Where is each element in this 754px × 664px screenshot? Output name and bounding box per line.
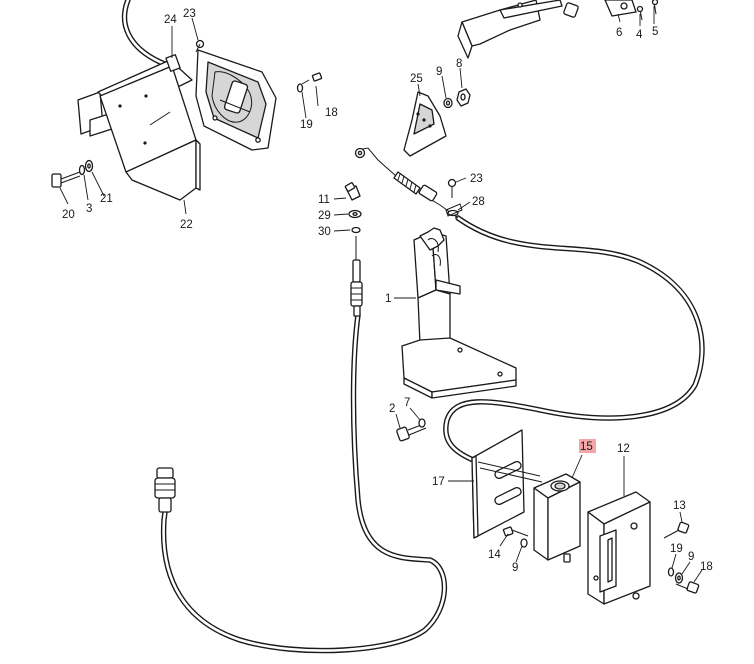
callout-20: 20	[62, 209, 75, 221]
callout-29: 29	[318, 210, 331, 222]
nut-washer-9-8	[443, 88, 471, 109]
leader-lines	[59, 6, 703, 583]
callout-28: 28	[472, 196, 485, 208]
cam-plate-25	[403, 91, 447, 157]
callout-15: 15	[580, 441, 593, 453]
callout-1: 1	[385, 293, 391, 305]
callout-18-b: 18	[700, 561, 713, 573]
cable-end-fitting	[350, 236, 363, 317]
hardware-14-9	[502, 526, 529, 548]
fitting-11-29-30	[344, 182, 362, 234]
cable-bottom-end	[154, 467, 176, 513]
screw-23-28	[445, 178, 463, 217]
bracket-22	[77, 59, 201, 201]
callout-6: 6	[616, 27, 622, 39]
callout-3: 3	[86, 203, 92, 215]
cable-bottom-loop	[160, 312, 448, 654]
hardware-13-19-9-18	[663, 521, 700, 594]
callout-2: 2	[389, 403, 395, 415]
pedal-bracket-top	[457, 0, 563, 59]
callout-4: 4	[636, 29, 643, 41]
callout-9-c: 9	[688, 551, 694, 563]
callout-22: 22	[180, 219, 193, 231]
top-left-hardware	[51, 39, 323, 188]
callout-14: 14	[488, 549, 501, 561]
cable-top-left	[121, 0, 178, 71]
callout-23-b: 23	[470, 173, 483, 185]
callout-23: 23	[183, 8, 196, 20]
callout-21: 21	[100, 193, 113, 205]
callout-9: 9	[436, 66, 442, 78]
callout-25: 25	[410, 73, 423, 85]
callout-18: 18	[325, 107, 338, 119]
callout-11: 11	[318, 194, 330, 206]
callout-9-b: 9	[512, 562, 518, 574]
callout-17: 17	[432, 476, 445, 488]
callout-24: 24	[164, 14, 177, 26]
box-12	[587, 491, 651, 605]
top-right-hardware	[563, 0, 659, 21]
switch-cover-plate	[195, 49, 277, 151]
cable-adjuster	[354, 147, 459, 219]
callout-7: 7	[404, 397, 410, 409]
mount-plate-17	[471, 429, 543, 539]
callout-19-b: 19	[670, 543, 683, 555]
callout-5: 5	[652, 26, 658, 38]
callout-15-highlight	[579, 439, 596, 453]
cable-long-loop	[443, 215, 705, 465]
callout-30: 30	[318, 226, 331, 238]
callout-13: 13	[673, 500, 686, 512]
switch-15	[533, 473, 581, 563]
callout-labels: 24 23 18 19 20 3 21 22 6 4 5 25 9 8 23 2…	[62, 8, 713, 574]
callout-19: 19	[300, 119, 313, 131]
bolt-2-washer-7	[396, 418, 427, 442]
callout-8: 8	[456, 58, 462, 70]
callout-12: 12	[617, 443, 630, 455]
main-bracket-1	[401, 227, 517, 399]
